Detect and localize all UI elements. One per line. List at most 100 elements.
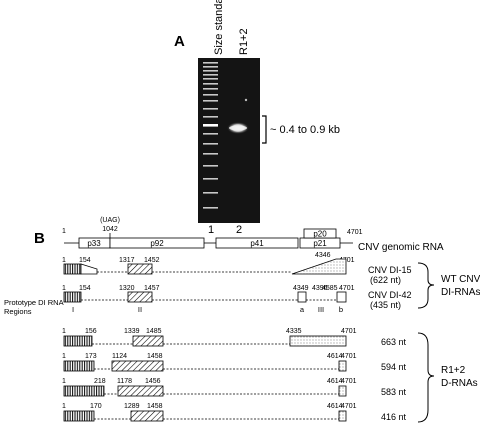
genome-start: 1 bbox=[62, 228, 66, 235]
svg-text:1289: 1289 bbox=[124, 403, 140, 410]
orf-label-p41: p41 bbox=[250, 239, 264, 248]
svg-text:4701: 4701 bbox=[341, 353, 357, 360]
svg-text:4614: 4614 bbox=[327, 378, 343, 385]
r12-di-rna-row-1: 1 156 1339 1485 4335 4701 663 nt bbox=[62, 328, 407, 347]
ladder-band bbox=[203, 192, 218, 194]
svg-text:170: 170 bbox=[90, 403, 102, 410]
ladder-band bbox=[203, 207, 218, 209]
svg-text:1124: 1124 bbox=[112, 353, 127, 360]
ladder-band bbox=[203, 62, 218, 64]
svg-text:4585: 4585 bbox=[322, 285, 338, 292]
size-ladder bbox=[203, 62, 218, 209]
ladder-band bbox=[203, 66, 218, 68]
wt-group-label-line-2: DI-RNAs bbox=[441, 287, 480, 298]
uag-label: (UAG) bbox=[100, 217, 120, 224]
svg-text:1317: 1317 bbox=[119, 257, 135, 264]
r12-di-rna-size-4: 416 nt bbox=[381, 412, 407, 422]
ladder-band bbox=[203, 178, 218, 180]
wt-di-rna-size-1: (622 nt) bbox=[370, 275, 401, 285]
orf-label-p20: p20 bbox=[313, 230, 327, 239]
r12-di-rna-row-3: 1 218 1178 1456 4614 4701 583 nt bbox=[62, 378, 407, 397]
svg-text:1: 1 bbox=[62, 403, 66, 410]
r12-group-brace bbox=[417, 332, 435, 423]
svg-text:218: 218 bbox=[94, 378, 106, 385]
svg-text:1178: 1178 bbox=[117, 378, 132, 385]
orf-label-p92: p92 bbox=[150, 239, 164, 248]
wt-di-rna-row-1: 1 154 1317 1452 4346 4701 CNV DI-15 (622… bbox=[62, 252, 412, 285]
orf-p41 bbox=[215, 237, 299, 249]
svg-text:4335: 4335 bbox=[286, 328, 302, 335]
svg-text:1: 1 bbox=[62, 257, 66, 264]
gel-image bbox=[198, 58, 260, 223]
svg-text:1458: 1458 bbox=[147, 403, 163, 410]
svg-text:1: 1 bbox=[62, 328, 66, 335]
svg-text:4701: 4701 bbox=[341, 403, 357, 410]
lane-number-2: 2 bbox=[236, 224, 242, 236]
orf-label-p21: p21 bbox=[313, 239, 327, 248]
svg-text:1: 1 bbox=[62, 353, 66, 360]
region-i: I bbox=[72, 305, 74, 314]
svg-text:4701: 4701 bbox=[339, 257, 355, 264]
svg-text:1485: 1485 bbox=[146, 328, 162, 335]
svg-text:154: 154 bbox=[79, 257, 91, 264]
ladder-band bbox=[203, 116, 218, 118]
band-bracket bbox=[262, 115, 267, 144]
svg-text:4701: 4701 bbox=[341, 378, 357, 385]
ladder-band bbox=[203, 133, 218, 135]
ladder-band bbox=[203, 100, 218, 102]
svg-text:154: 154 bbox=[79, 285, 91, 292]
wt-group-brace bbox=[417, 262, 435, 309]
wt-di-rna-label-2: CNV DI-42 bbox=[368, 290, 412, 300]
prototype-label-line-1: Prototype DI RNA bbox=[4, 298, 64, 307]
wt-di-rna-size-2: (435 nt) bbox=[370, 300, 401, 310]
prototype-label-line-2: Regions bbox=[4, 307, 32, 316]
lane-header-r1-2: R1+2 bbox=[238, 28, 250, 55]
r12-group-label-line-1: R1+2 bbox=[441, 365, 466, 376]
orf-label-p33: p33 bbox=[87, 239, 101, 248]
orf-p20 bbox=[303, 228, 337, 239]
region-iii: III bbox=[318, 305, 324, 314]
ladder-band bbox=[203, 88, 218, 90]
uag-position: 1042 bbox=[102, 226, 118, 233]
ladder-band bbox=[203, 124, 218, 127]
svg-text:4701: 4701 bbox=[341, 328, 357, 335]
svg-text:1452: 1452 bbox=[144, 257, 160, 264]
region-ii: II bbox=[138, 305, 142, 314]
ladder-band bbox=[203, 143, 218, 145]
region-a: a bbox=[300, 305, 305, 314]
svg-text:4396: 4396 bbox=[312, 285, 328, 292]
svg-text:4346: 4346 bbox=[315, 252, 331, 259]
genome-end: 4701 bbox=[347, 229, 363, 236]
lane-header-size-standard: Size standard bbox=[213, 0, 225, 55]
wt-di-rna-label-1: CNV DI-15 bbox=[368, 265, 412, 275]
ladder-band bbox=[203, 78, 218, 80]
svg-text:173: 173 bbox=[85, 353, 97, 360]
svg-text:4349: 4349 bbox=[293, 285, 309, 292]
band-annotation: ~ 0.4 to 0.9 kb bbox=[270, 124, 340, 136]
r12-di-rna-size-1: 663 nt bbox=[381, 337, 407, 347]
svg-text:1: 1 bbox=[62, 378, 66, 385]
svg-text:1320: 1320 bbox=[119, 285, 135, 292]
r12-di-rna-size-3: 583 nt bbox=[381, 387, 407, 397]
r12-di-rna-row-4: 1 170 1289 1458 4614 4701 416 nt bbox=[62, 403, 407, 422]
genome-caption: CNV genomic RNA bbox=[358, 242, 444, 253]
ladder-band bbox=[203, 94, 218, 96]
r12-di-rna-size-2: 594 nt bbox=[381, 362, 407, 372]
ladder-band bbox=[203, 165, 218, 167]
wt-di-rna-row-2: 1 154 1320 1457 4349 4396 4585 4701 CNV … bbox=[62, 285, 412, 310]
svg-text:4701: 4701 bbox=[339, 285, 355, 292]
svg-text:1458: 1458 bbox=[147, 353, 163, 360]
panel-a-label: A bbox=[174, 33, 185, 50]
lane-number-1: 1 bbox=[208, 224, 214, 236]
svg-text:4614: 4614 bbox=[327, 403, 343, 410]
svg-text:1339: 1339 bbox=[124, 328, 140, 335]
svg-text:1457: 1457 bbox=[144, 285, 160, 292]
svg-text:4614: 4614 bbox=[327, 353, 343, 360]
ladder-band bbox=[203, 74, 218, 76]
panel-b-label: B bbox=[34, 230, 45, 247]
region-b: b bbox=[339, 305, 343, 314]
svg-text:156: 156 bbox=[85, 328, 97, 335]
r12-di-rna-row-2: 1 173 1124 1458 4614 4701 594 nt bbox=[62, 353, 407, 372]
